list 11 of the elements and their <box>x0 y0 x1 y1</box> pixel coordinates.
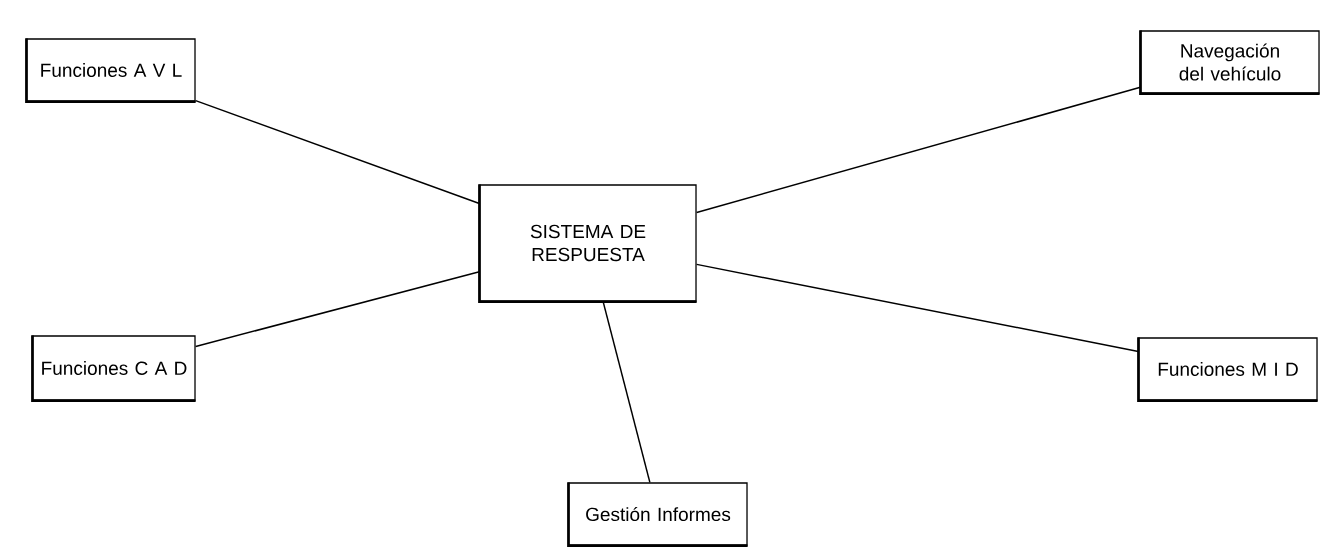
function-box: Funciones C A D <box>31 335 196 402</box>
connector-line <box>602 300 651 484</box>
connector-line <box>695 263 1140 353</box>
function-box: Funciones A V L <box>25 38 196 103</box>
connector-line <box>695 86 1142 214</box>
function-box: Gestión Informes <box>567 482 748 547</box>
function-box: Funciones M I D <box>1137 337 1318 402</box>
connector-line <box>194 99 481 205</box>
function-box: Navegación del vehículo <box>1139 30 1320 95</box>
connector-line <box>194 270 481 348</box>
response-system-box: SISTEMA DE RESPUESTA <box>478 184 697 303</box>
